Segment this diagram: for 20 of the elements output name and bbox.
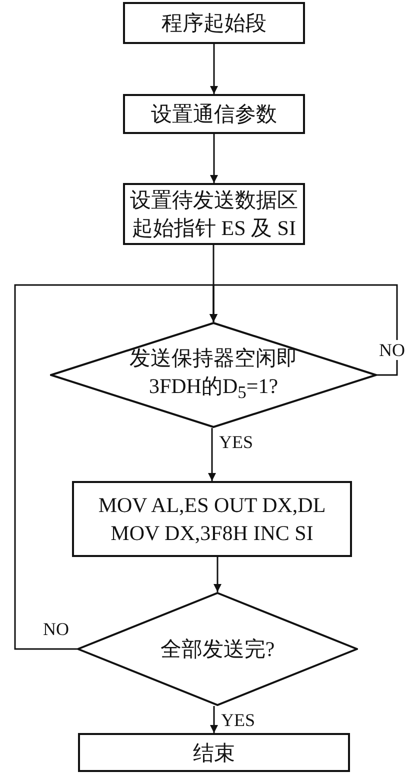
arrow (210, 44, 218, 94)
process-box (123, 2, 305, 44)
edge-label: NO (378, 340, 406, 360)
step-text: MOV DX,3F8H INC SI (110, 520, 314, 547)
process-box (72, 481, 352, 557)
process-box (123, 94, 305, 134)
arrow (210, 706, 218, 733)
arrow (210, 134, 218, 183)
arrow (14, 284, 218, 650)
arrow (208, 428, 216, 481)
process-box (123, 183, 305, 245)
process-box (78, 733, 350, 772)
step-text: 设置通信参数 (151, 101, 277, 128)
step-text: 设置待发送数据区起始指针 ES 及 SI (129, 187, 299, 242)
question-text: 全部发送完? (160, 636, 275, 663)
arrow (214, 557, 222, 592)
step-text: MOV AL,ES OUT DX,DL (98, 492, 326, 519)
step-text: 结束 (193, 740, 235, 766)
question-text: 发送保持器空闲即3FDH的D$_{5}$=1? (128, 344, 298, 404)
step-text: 程序起始段 (162, 10, 266, 37)
